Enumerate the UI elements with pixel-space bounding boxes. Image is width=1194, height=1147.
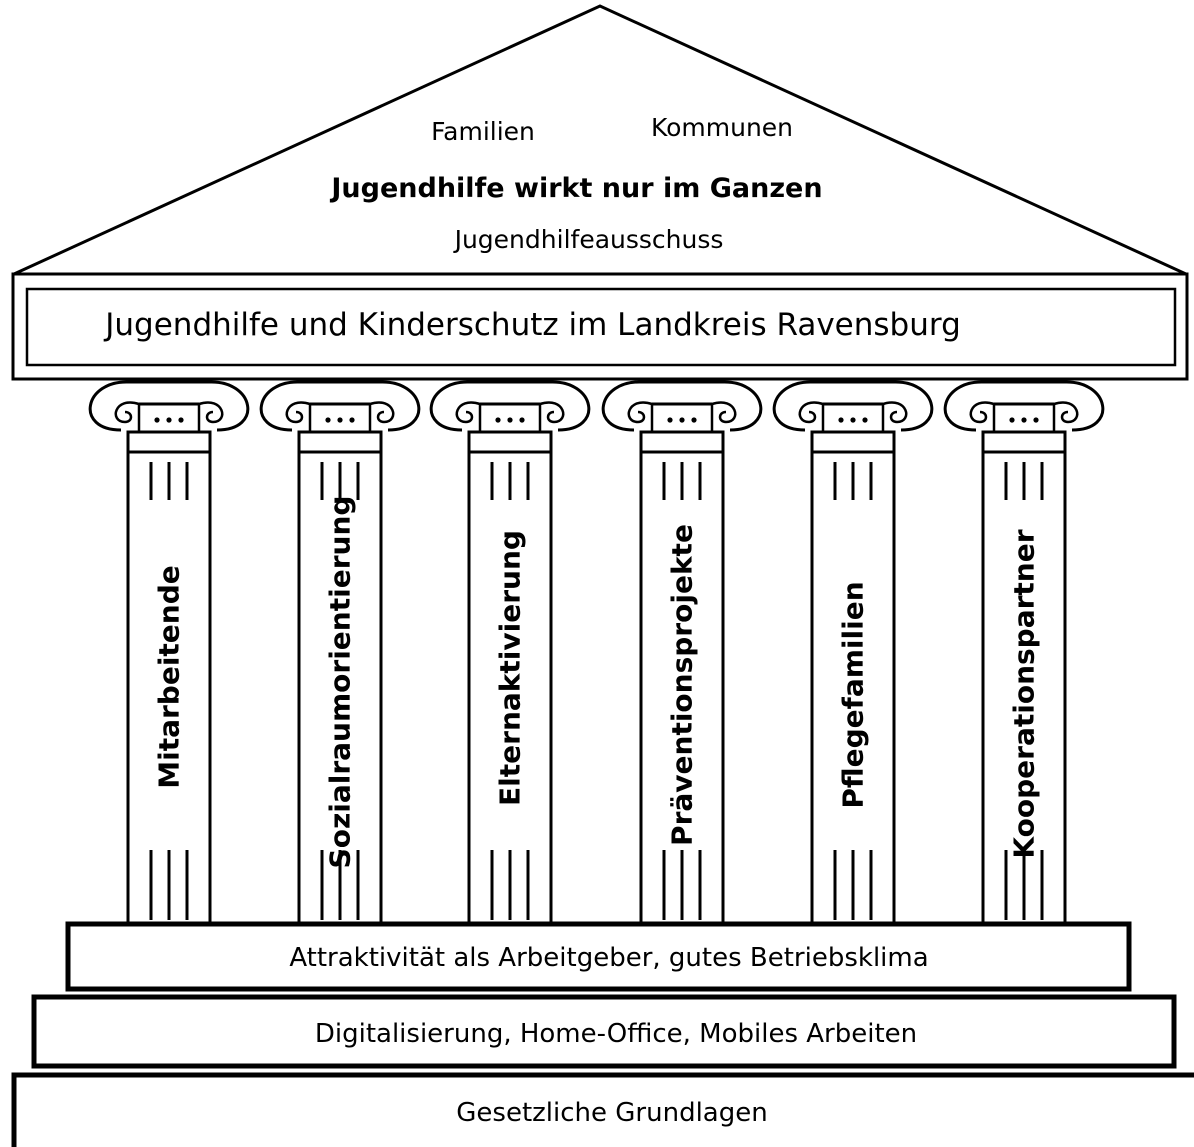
pillar-label: Sozialraumorientierung xyxy=(324,496,357,869)
pillar-flutes xyxy=(833,462,873,920)
roof-text-jugendhilfeausschuss: Jugendhilfeausschuss xyxy=(453,225,724,254)
pillar-label-background xyxy=(318,500,362,850)
pillar-label: Präventionsprojekte xyxy=(666,524,699,846)
pillar-label-background xyxy=(660,500,704,850)
pillar-5: Pflegefamilien xyxy=(772,380,934,922)
pillar-label-background xyxy=(831,500,875,850)
step-2-box xyxy=(31,994,1177,1069)
step-3-label: Gesetzliche Grundlagen xyxy=(456,1098,767,1128)
pillar-label: Mitarbeitende xyxy=(153,565,186,789)
step-1-box xyxy=(65,921,1132,992)
pillar-label: Kooperationspartner xyxy=(1008,529,1041,858)
pillar-label-background xyxy=(147,500,191,850)
beam-outer-frame xyxy=(11,272,1189,381)
pillar-capital xyxy=(601,380,763,454)
roof-main-text: Jugendhilfe wirkt nur im Ganzen xyxy=(329,173,822,204)
step-3-box xyxy=(11,1072,1194,1147)
foundation: Attraktivität als Arbeitgeber, gutes Bet… xyxy=(11,921,1194,1147)
pillar-capital xyxy=(943,380,1105,454)
pillar-label-background xyxy=(488,500,532,850)
roof-text-kommunen: Kommunen xyxy=(651,113,793,142)
pillar-capital xyxy=(772,380,934,454)
pillar-2: Sozialraumorientierung xyxy=(259,380,421,922)
pillar-capital xyxy=(429,380,591,454)
pillar-label-background xyxy=(1002,500,1046,850)
roof-text-familien: Familien xyxy=(431,117,535,146)
pillar-label: Pflegefamilien xyxy=(837,581,870,808)
step-2-label: Digitalisierung, Home-Office, Mobiles Ar… xyxy=(315,1019,917,1049)
pillar-capital xyxy=(88,380,250,454)
pillar-4: Präventionsprojekte xyxy=(601,380,763,922)
pillar-flutes xyxy=(662,462,702,920)
beam-text: Jugendhilfe und Kinderschutz im Landkrei… xyxy=(103,307,961,343)
step-1-label: Attraktivität als Arbeitgeber, gutes Bet… xyxy=(289,943,928,973)
pillar-flutes xyxy=(490,462,530,920)
pillar-flutes xyxy=(1004,462,1044,920)
beam: Jugendhilfe und Kinderschutz im Landkrei… xyxy=(11,272,1189,381)
pillar-capital xyxy=(259,380,421,454)
pillar-flutes xyxy=(149,462,189,920)
pillar-flutes xyxy=(320,462,360,920)
beam-inner-frame xyxy=(25,287,1177,367)
pillar-6: Kooperationspartner xyxy=(943,380,1105,922)
pillar-label: Elternaktivierung xyxy=(494,530,527,806)
pillars: Mitarbeitende Sozialraumorientierung Elter… xyxy=(88,380,1105,922)
roof: Familien Kommunen Jugendhilfe wirkt nur … xyxy=(13,4,1187,276)
pillar-3: Elternaktivierung xyxy=(429,380,591,922)
pillar-1: Mitarbeitende xyxy=(88,380,250,922)
